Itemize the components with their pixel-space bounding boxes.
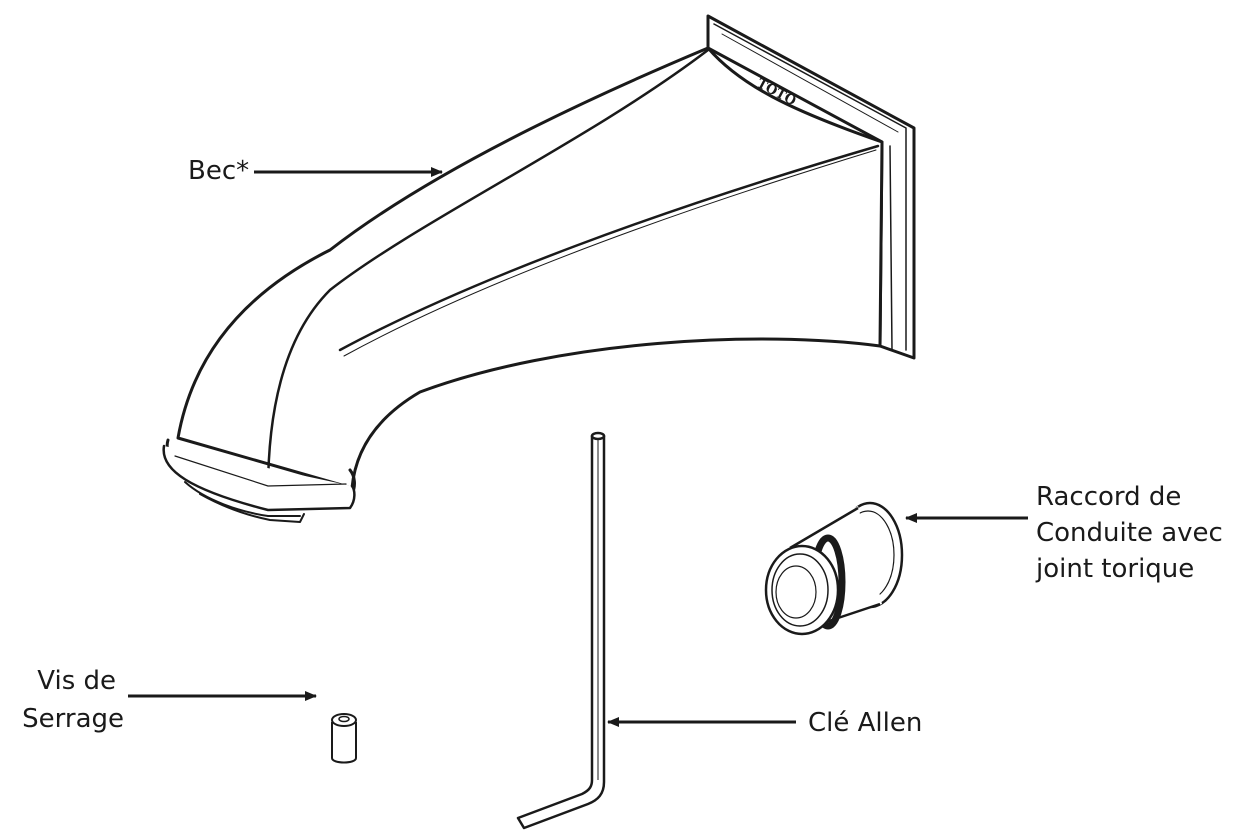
allen-key-label: Clé Allen <box>808 708 923 738</box>
set-screw-drawing <box>331 713 357 764</box>
set-screw-label-line2: Serrage <box>22 704 124 734</box>
adapter-label-line1: Raccord de <box>1036 482 1182 512</box>
pipe-adapter-drawing <box>764 501 904 636</box>
leader-arrows <box>128 167 1028 727</box>
adapter-label-line2: Conduite avec <box>1036 518 1223 548</box>
spout-drawing: TOTO <box>162 14 916 523</box>
set-screw-label-line1: Vis de <box>37 666 116 696</box>
adapter-label-line3: joint torique <box>1036 554 1195 584</box>
allen-key-drawing <box>516 431 606 830</box>
spout-label: Bec* <box>188 156 250 186</box>
